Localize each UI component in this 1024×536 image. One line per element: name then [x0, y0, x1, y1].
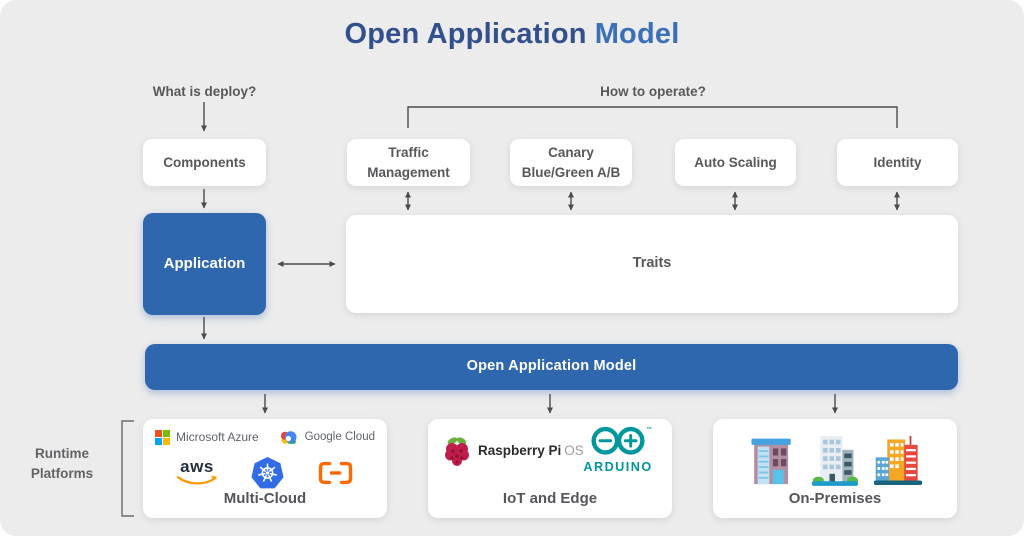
multi-cloud-mid-row: aws [143, 453, 387, 493]
page-title-secondary: Model [594, 18, 680, 50]
arduino-icon: ™ ARDUINO [583, 426, 652, 474]
on-premises-label: On-Premises [788, 490, 882, 508]
kubernetes-icon [251, 457, 284, 489]
on-premises-buildings [713, 432, 957, 488]
aws-icon [176, 475, 218, 485]
node-traffic-management: Traffic Management [347, 139, 470, 186]
label-what-is-deploy: What is deploy? [152, 84, 257, 99]
aws-logo-text: aws [180, 457, 214, 477]
runtime-platforms-line2: Platforms [30, 466, 94, 482]
platform-multi-cloud: Microsoft Azure Google Cloud aws [143, 419, 387, 518]
tower-building-icon [811, 436, 859, 486]
arduino-logo-text: ARDUINO [583, 460, 652, 474]
arduino-tm: ™ [646, 426, 652, 433]
page-title-primary: Open Application [344, 18, 587, 50]
google-cloud-logo: Google Cloud [278, 429, 375, 446]
auto-scaling-label: Auto Scaling [694, 154, 777, 170]
node-application: Application [143, 213, 266, 315]
bracket-how-to-operate [407, 106, 898, 128]
canary-line1: Canary [548, 144, 594, 160]
platform-on-premises: On-Premises [713, 419, 957, 518]
label-how-to-operate: How to operate? [600, 84, 706, 99]
node-auto-scaling: Auto Scaling [675, 139, 796, 186]
iot-edge-label: IoT and Edge [502, 490, 598, 508]
city-buildings-icon [873, 435, 923, 485]
runtime-platforms-line1: Runtime [35, 446, 89, 461]
bracket-runtime-platforms [121, 420, 134, 517]
office-building-icon [751, 438, 791, 485]
aws-logo: aws [176, 457, 218, 485]
raspberry-pi-os-text: OS [564, 443, 584, 459]
arduino-logo: ™ ARDUINO [582, 425, 656, 482]
node-canary-bluegreen: Canary Blue/Green A/B [510, 139, 632, 186]
raspberry-pi-icon [445, 437, 469, 466]
node-components-label: Components [163, 154, 246, 170]
microsoft-icon [155, 430, 170, 446]
node-traits: Traits [346, 215, 958, 313]
traffic-management-line1: Traffic [388, 144, 429, 160]
multi-cloud-top-row: Microsoft Azure Google Cloud [143, 429, 387, 446]
application-label: Application [163, 255, 246, 273]
multi-cloud-label: Multi-Cloud [223, 490, 307, 508]
google-cloud-icon [280, 431, 297, 445]
canary-line2: Blue/Green A/B [521, 164, 621, 180]
label-runtime-platforms: Runtime Platforms [14, 444, 110, 485]
node-identity: Identity [837, 139, 958, 186]
node-oam-bar: Open Application Model [145, 344, 958, 390]
node-components: Components [143, 139, 266, 186]
traits-label: Traits [632, 255, 672, 272]
traffic-management-line2: Management [367, 164, 450, 180]
azure-logo-text: Microsoft Azure [176, 430, 259, 444]
oam-bar-label: Open Application Model [466, 358, 637, 375]
azure-logo: Microsoft Azure [155, 429, 259, 446]
alibaba-cloud-icon [318, 461, 353, 485]
identity-label: Identity [873, 154, 922, 170]
google-cloud-logo-text: Google Cloud [304, 431, 375, 444]
